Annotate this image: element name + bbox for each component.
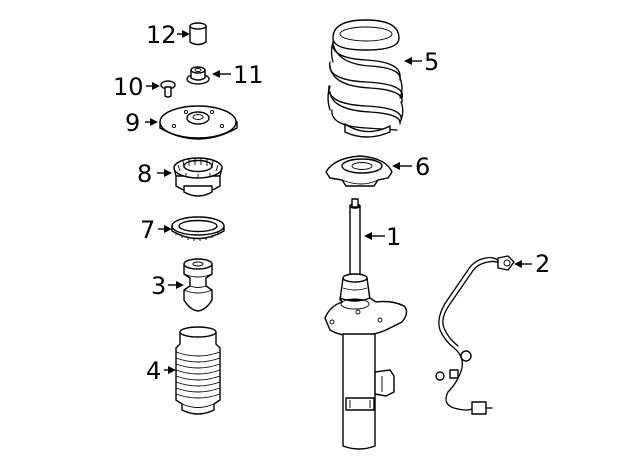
callout-label-9: 9	[125, 109, 140, 137]
part-12-cap	[189, 22, 207, 46]
part-9-mount-plate	[159, 105, 238, 140]
part-10-bolt	[160, 80, 176, 98]
part-8-bearing	[173, 157, 223, 197]
callout-label-11: 11	[233, 61, 264, 89]
part-11-nut	[186, 66, 210, 85]
callout-arrows	[145, 30, 532, 374]
part-2-sensor-harness	[435, 255, 515, 415]
callout-label-5: 5	[424, 48, 439, 76]
part-5-coil-spring	[327, 19, 404, 138]
callout-label-7: 7	[140, 216, 155, 244]
part-7-ring	[171, 216, 225, 241]
part-1-strut	[324, 198, 408, 450]
callout-label-8: 8	[137, 160, 152, 188]
part-3-bump-stop	[183, 258, 213, 312]
part-6-spring-seat	[325, 155, 393, 187]
callout-label-3: 3	[151, 272, 166, 300]
callout-label-4: 4	[146, 357, 161, 385]
callout-label-2: 2	[535, 250, 550, 278]
callout-label-12: 12	[146, 21, 177, 49]
callout-label-1: 1	[386, 223, 401, 251]
part-4-dust-boot	[175, 326, 221, 415]
callout-label-6: 6	[415, 153, 430, 181]
callout-label-10: 10	[113, 73, 144, 101]
